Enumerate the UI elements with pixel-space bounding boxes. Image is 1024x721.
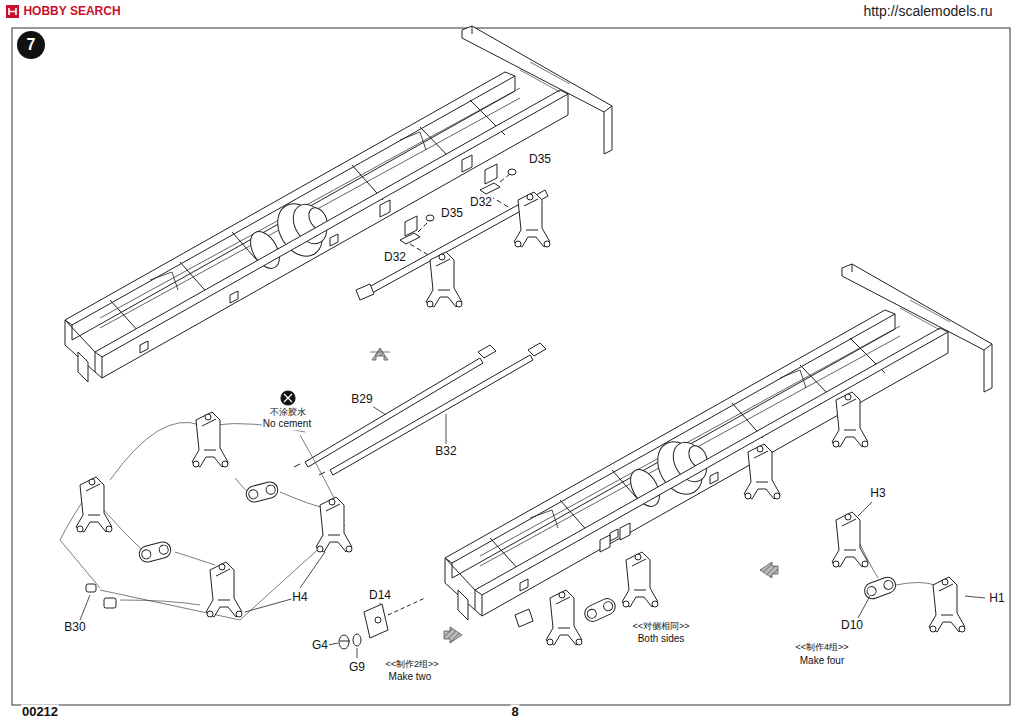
arrow-symbol — [370, 344, 390, 352]
rods — [372, 406, 446, 444]
chassis-upper — [65, 26, 612, 382]
h4-assembly — [192, 412, 228, 467]
h1-h3-assembly — [929, 577, 965, 632]
part-number: D10 — [840, 619, 864, 633]
rods — [330, 355, 533, 475]
h1-h3-assembly — [862, 575, 898, 601]
arrow-symbol — [444, 627, 462, 643]
d14-assembly — [328, 643, 357, 658]
h4-assembly — [60, 412, 352, 620]
page-number: 8 — [510, 705, 519, 720]
rods — [305, 358, 483, 467]
upper-suspension — [400, 183, 500, 244]
no-cement-icon — [281, 391, 295, 405]
note-text: <<制作2组>> — [384, 659, 439, 669]
rods — [294, 464, 325, 475]
part-number: D35 — [528, 153, 552, 167]
lower-suspension — [622, 552, 658, 607]
d14-assembly — [328, 598, 425, 658]
part-number: D32 — [383, 251, 407, 265]
logo-mark — [9, 8, 16, 15]
lower-suspension — [832, 392, 868, 447]
logo-mark — [6, 5, 19, 18]
h4-assembly — [80, 552, 325, 620]
d14-assembly — [353, 634, 361, 646]
chassis-lower — [445, 264, 992, 620]
part-number: B29 — [350, 393, 373, 407]
step-number: 7 — [27, 36, 36, 54]
h4-assembly — [104, 598, 116, 608]
h4-assembly — [86, 584, 96, 592]
arrow-symbol — [760, 562, 778, 578]
h4-assembly — [76, 477, 112, 532]
lower-suspension — [744, 444, 780, 499]
upper-suspension — [356, 155, 550, 307]
arrow-symbol — [372, 348, 388, 360]
h4-assembly — [206, 562, 242, 617]
no-cement-icon — [284, 394, 292, 402]
note-text: <<对侧相同>> — [631, 621, 690, 631]
part-number: D14 — [368, 589, 392, 603]
upper-suspension — [356, 284, 374, 300]
lower-suspension — [546, 590, 582, 645]
part-number: H3 — [869, 487, 886, 501]
h1-h3-assembly — [832, 502, 985, 632]
rods — [478, 345, 496, 358]
lower-suspension — [600, 523, 630, 552]
note-text: Make four — [799, 655, 845, 667]
d14-assembly — [364, 604, 388, 638]
part-number: H4 — [291, 591, 308, 605]
part-number: D35 — [440, 207, 464, 221]
no-cement-icon — [281, 391, 295, 405]
h4-assembly — [137, 540, 172, 564]
d14-assembly — [339, 635, 349, 649]
h4-assembly — [244, 480, 279, 504]
rods — [294, 343, 546, 475]
watermark: HOBBY SEARCH — [22, 5, 121, 19]
lower-suspension — [515, 392, 868, 645]
watermark: http://scalemodels.ru — [862, 3, 993, 19]
chassis-upper — [65, 26, 612, 382]
h4-assembly — [86, 584, 116, 608]
note-text: No cement — [262, 418, 312, 430]
note-text: <<制作4组>> — [794, 642, 849, 652]
note-text: Both sides — [637, 633, 686, 645]
d14-assembly — [340, 602, 380, 641]
part-number: B30 — [63, 621, 86, 635]
h1-h3-assembly — [832, 512, 868, 567]
step-number: 7 — [17, 31, 45, 59]
d14-assembly — [375, 617, 381, 623]
part-number: G4 — [311, 639, 329, 653]
part-number: B32 — [434, 445, 457, 459]
h1-h3-assembly — [858, 502, 985, 618]
lower-suspension — [515, 609, 533, 627]
lower-suspension — [582, 596, 618, 624]
page-frame — [12, 28, 1010, 705]
kit-number: 00212 — [21, 705, 59, 720]
h4-assembly — [316, 497, 352, 552]
d14-assembly — [388, 598, 425, 615]
upper-suspension — [514, 192, 550, 247]
rods — [528, 343, 546, 356]
chassis-lower — [445, 264, 992, 620]
upper-suspension — [426, 252, 462, 307]
h1-h3-assembly — [858, 540, 935, 585]
note-text: 不涂胶水 — [269, 407, 307, 417]
part-number: D32 — [469, 196, 493, 210]
part-number: H1 — [988, 592, 1005, 606]
part-number: G9 — [348, 661, 366, 675]
note-text: Make two — [388, 671, 433, 683]
